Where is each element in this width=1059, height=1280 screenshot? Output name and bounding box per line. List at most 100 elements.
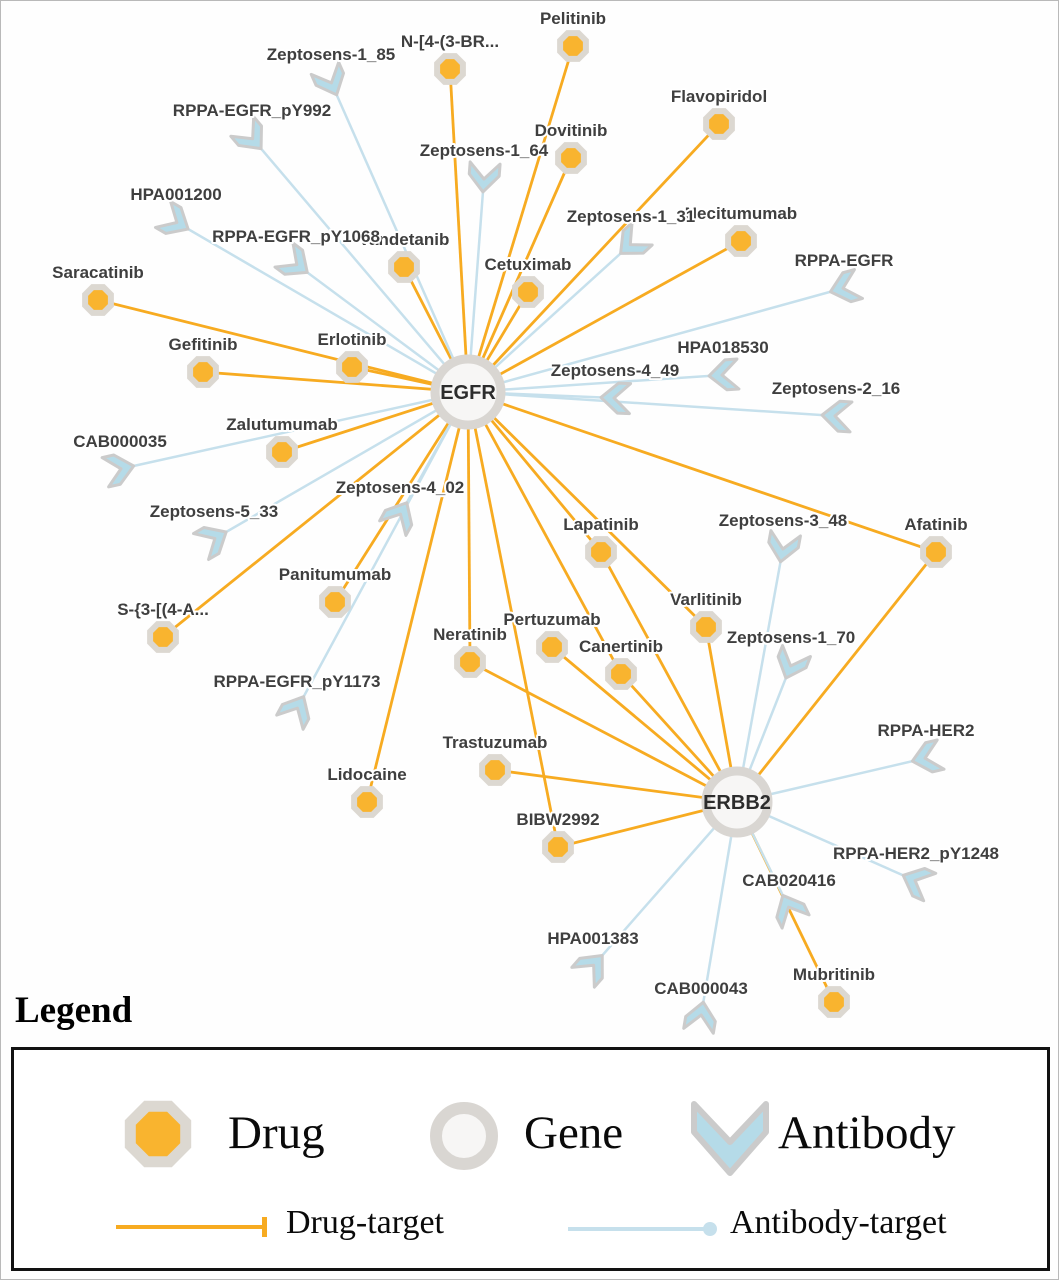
drug-node[interactable] [388, 251, 420, 283]
node-label: Trastuzumab [443, 733, 548, 752]
legend-box: Drug Gene Antibody Drug-target Antibody-… [11, 1047, 1050, 1271]
drug-target-edge-icon [116, 1217, 267, 1237]
node-label: HPA001383 [547, 929, 638, 948]
node-label: Zeptosens-1_70 [727, 628, 856, 647]
drug-target-edge [97, 298, 469, 394]
antibody-node[interactable] [682, 1000, 718, 1035]
drug-node[interactable] [479, 754, 511, 786]
gene-label: ERBB2 [703, 792, 771, 814]
antibody-node[interactable] [100, 451, 137, 489]
node-label: HPA001200 [130, 185, 221, 204]
antibody-target-edge [175, 220, 469, 394]
antibody-node[interactable] [769, 889, 811, 930]
drug-node[interactable] [920, 536, 952, 568]
drug-node[interactable] [818, 986, 850, 1018]
drug-node[interactable] [557, 30, 589, 62]
node-label: BIBW2992 [516, 810, 599, 829]
legend-drug-label: Drug [228, 1107, 325, 1159]
drug-node[interactable] [605, 658, 637, 690]
drug-node[interactable] [512, 276, 544, 308]
antibody-node[interactable] [897, 862, 938, 903]
antibody-node[interactable] [378, 495, 420, 537]
node-label: Mubritinib [793, 965, 875, 984]
node-label: Dovitinib [535, 121, 608, 140]
drug-node[interactable] [555, 142, 587, 174]
antibody-node[interactable] [275, 690, 317, 731]
drug-node[interactable] [454, 646, 486, 678]
antibody-target-edge [251, 137, 469, 393]
antibody-node[interactable] [909, 738, 946, 776]
node-label: HPA018530 [677, 338, 768, 357]
drug-node[interactable] [585, 536, 617, 568]
node-label: RPPA-HER2_pY1248 [833, 844, 999, 863]
antibody-node[interactable] [611, 221, 654, 265]
node-label: Zeptosens-4_02 [336, 478, 465, 497]
drug-node[interactable] [536, 631, 568, 663]
node-label: Cetuximab [485, 255, 572, 274]
drug-target-edge [466, 123, 721, 393]
antibody-node[interactable] [229, 115, 273, 159]
antibody-target-edge [329, 81, 470, 393]
node-label: Zeptosens-2_16 [772, 379, 901, 398]
node-label: CAB020416 [742, 871, 836, 890]
node-label: Varlitinib [670, 590, 742, 609]
drug-target-edge [466, 391, 472, 663]
antibody-node[interactable] [273, 241, 316, 284]
node-label: Panitumumab [279, 565, 391, 584]
node-label: Necitumumab [685, 204, 797, 223]
antibody-node[interactable] [467, 160, 502, 194]
network-svg: EGFRERBB2PelitinibN-[4-(3-BR...Flavopiri… [50, 7, 1001, 1035]
legend-gene-label: Gene [524, 1107, 624, 1159]
node-label: RPPA-EGFR_pY1068 [212, 227, 380, 246]
node-label: Flavopiridol [671, 87, 767, 106]
drug-target-edge [494, 768, 738, 804]
drug-node[interactable] [434, 53, 466, 85]
drug-node[interactable] [147, 621, 179, 653]
drug-node[interactable] [542, 831, 574, 863]
node-label: S-{3-[(4-A... [117, 600, 209, 619]
drug-target-edge [599, 551, 739, 803]
antibody-node[interactable] [153, 199, 195, 242]
antibody-node[interactable] [772, 644, 812, 684]
node-label: RPPA-EGFR [795, 251, 894, 270]
drug-target-edge [467, 239, 742, 394]
drug-node[interactable] [187, 356, 219, 388]
drug-target-edge [735, 551, 938, 803]
drug-target-edge [466, 157, 573, 393]
antibody-node[interactable] [707, 357, 741, 392]
node-label: Canertinib [579, 637, 663, 656]
antibody-node[interactable] [766, 529, 802, 565]
node-label: CAB000035 [73, 432, 167, 451]
node-label: Vandetanib [359, 230, 450, 249]
antibody-node[interactable] [827, 268, 864, 307]
gene-node[interactable] [430, 354, 506, 430]
gene-node[interactable] [701, 766, 773, 838]
node-label: Afatinib [904, 515, 967, 534]
drug-node[interactable] [82, 284, 114, 316]
antibody-node[interactable] [570, 946, 614, 989]
drug-target-edge [202, 370, 469, 394]
antibody-node[interactable] [309, 60, 350, 101]
drug-node[interactable] [703, 108, 735, 140]
antibody-target-edge [213, 390, 469, 541]
node-label: RPPA-HER2 [878, 721, 975, 740]
drug-node[interactable] [351, 786, 383, 818]
antibody-target-edge [467, 390, 837, 418]
antibody-node[interactable] [192, 519, 234, 561]
drug-target-edge [333, 391, 470, 603]
drug-node[interactable] [690, 611, 722, 643]
drug-node[interactable] [266, 436, 298, 468]
antibody-node[interactable] [820, 399, 854, 434]
antibody-node[interactable] [599, 381, 633, 416]
node-label: Zeptosens-3_48 [719, 511, 848, 530]
drug-target-edge [448, 68, 470, 393]
drug-target-edge [551, 645, 738, 804]
node-label: Erlotinib [318, 330, 387, 349]
antibody-target-edge [467, 373, 724, 394]
drug-node[interactable] [319, 586, 351, 618]
drug-node[interactable] [336, 351, 368, 383]
legend-antibody-label: Antibody [778, 1107, 956, 1159]
node-label: CAB000043 [654, 979, 748, 998]
antibody-chevron-icon [691, 1101, 769, 1176]
drug-node[interactable] [725, 225, 757, 257]
